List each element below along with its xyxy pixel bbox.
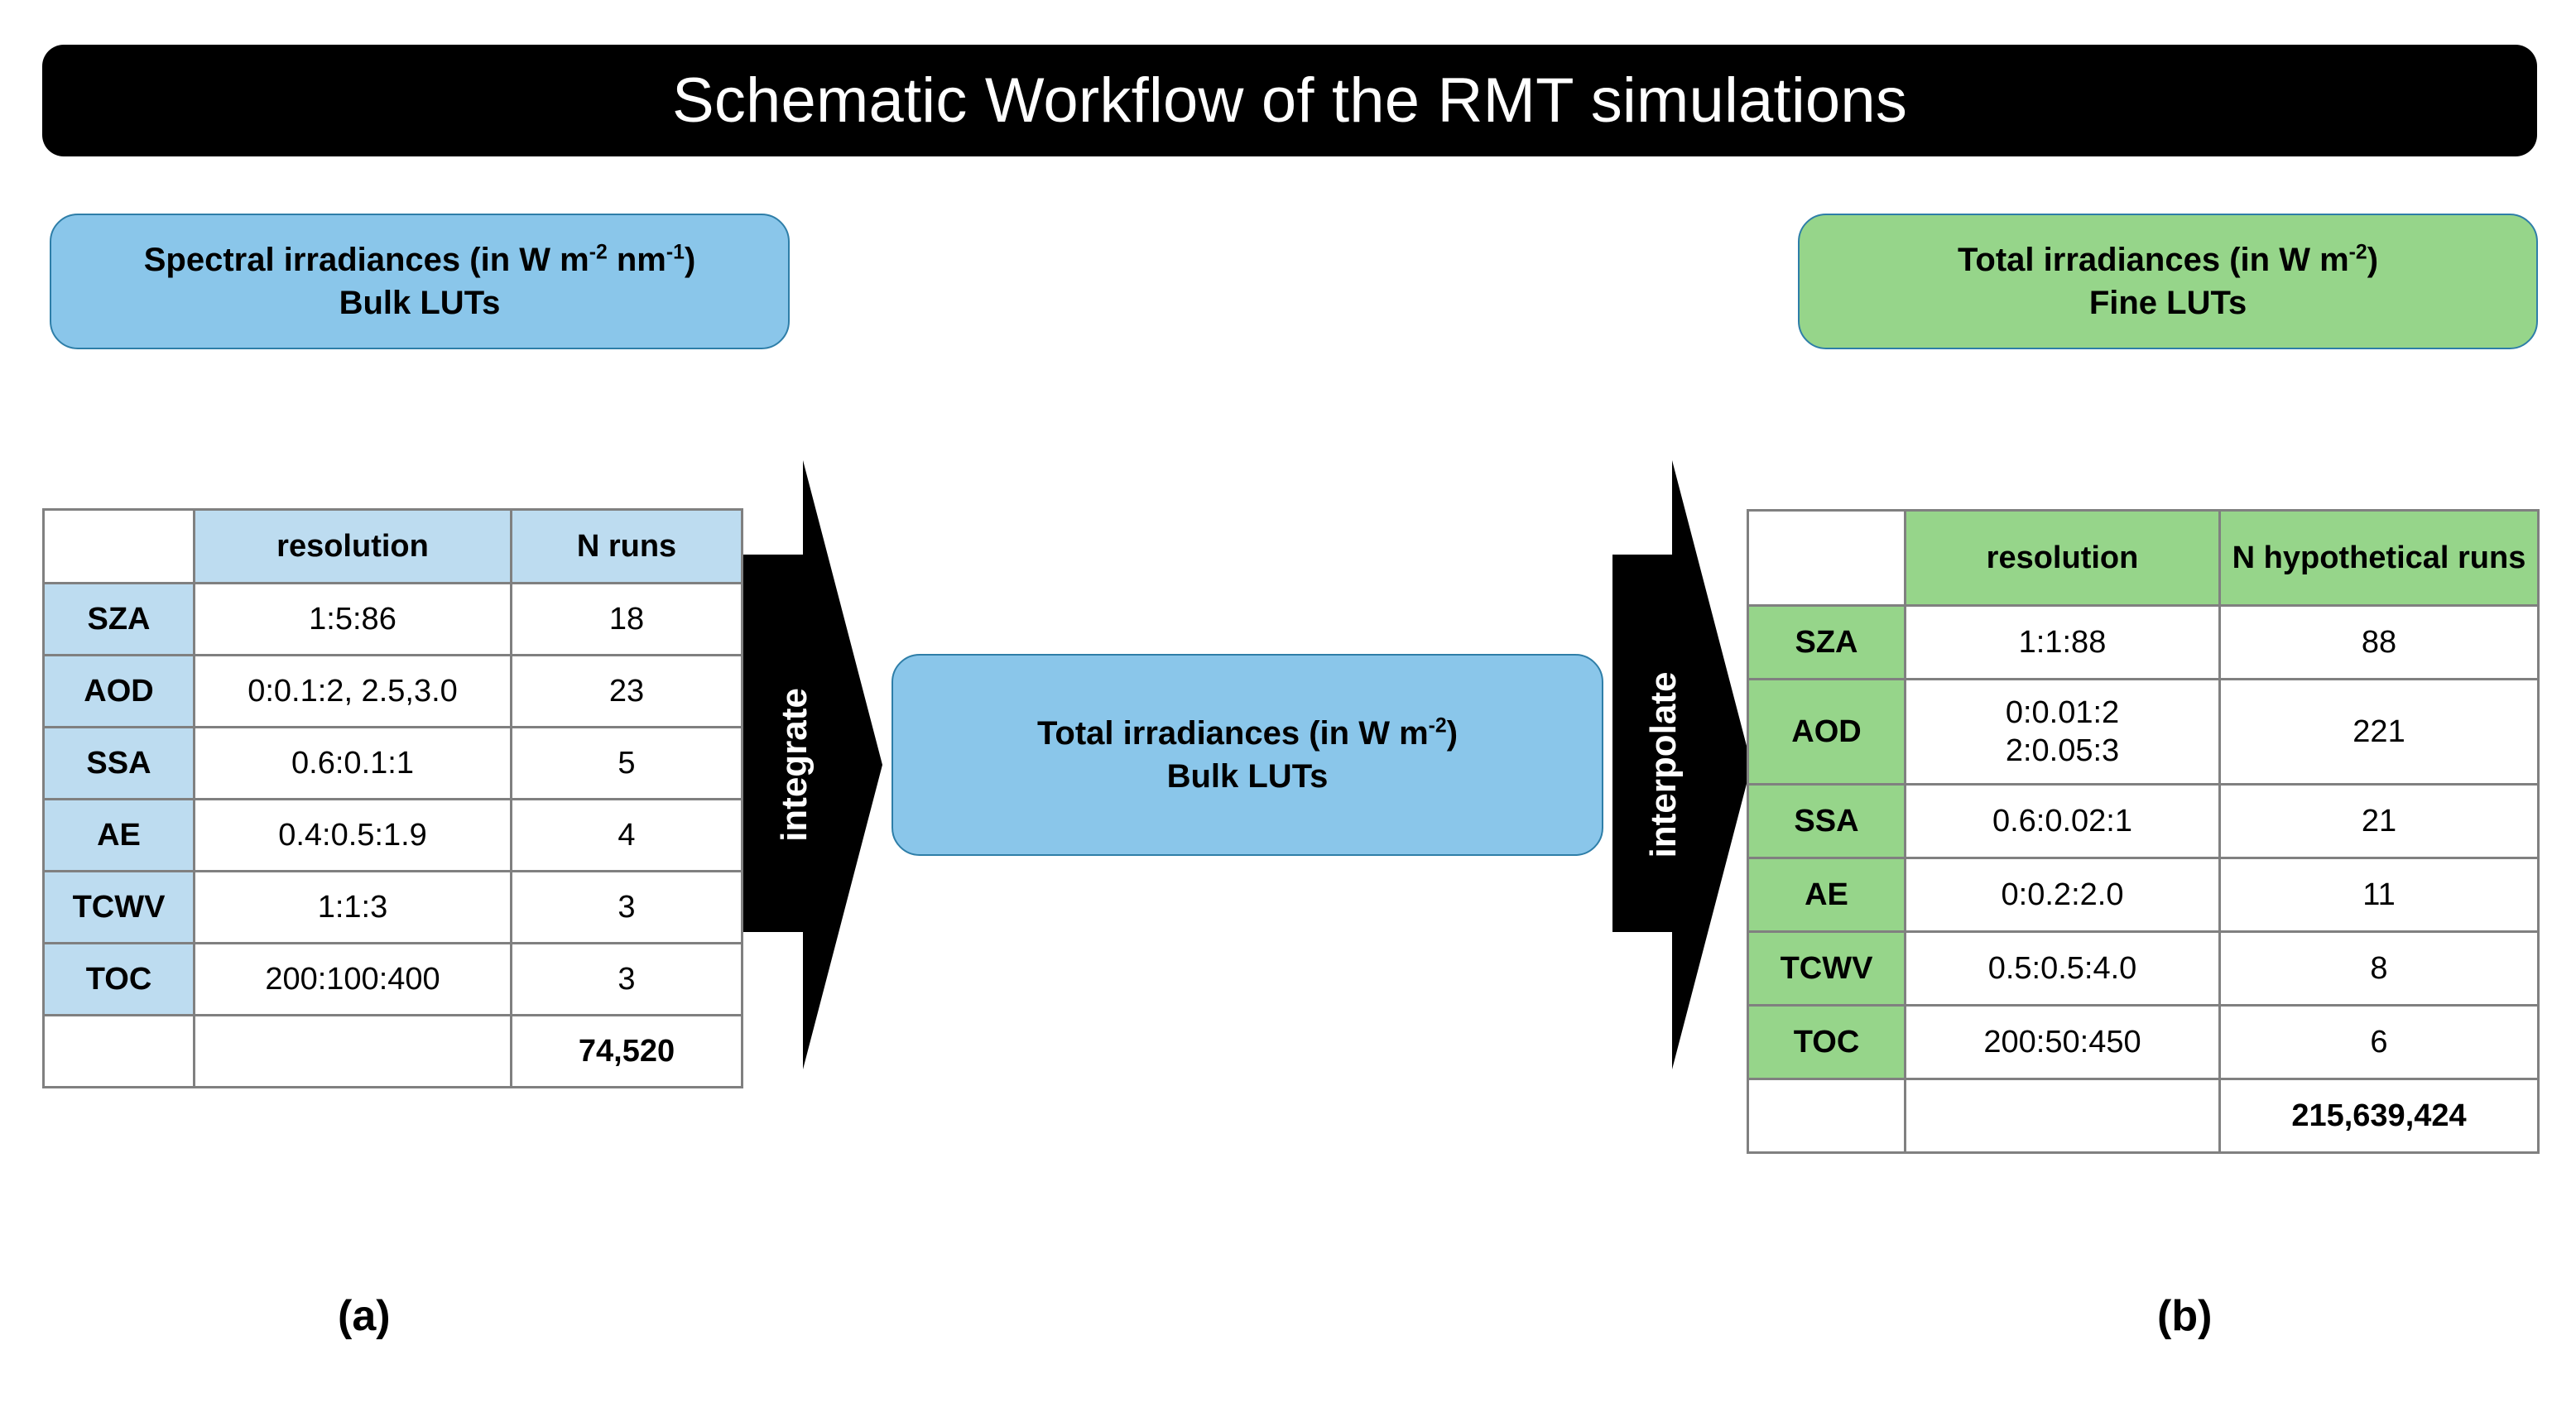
- spectral-box-line2: Bulk LUTs: [339, 285, 501, 321]
- total-irradiances-fine-luts-box: Total irradiances (in W m-2) Fine LUTs: [1798, 214, 2538, 349]
- table-row: AOD 0:0.1:2, 2.5,3.0 23: [42, 654, 743, 728]
- total-irradiances-bulk-luts-box: Total irradiances (in W m-2) Bulk LUTs: [892, 654, 1603, 856]
- fine-total-blank-1: [1747, 1078, 1906, 1154]
- bulk-row-tcwv-resolution: 1:1:3: [193, 870, 512, 944]
- center-box-line2: Bulk LUTs: [1166, 758, 1329, 795]
- bulk-total-runs: 74,520: [510, 1014, 743, 1088]
- center-box-line1: Total irradiances (in W m-2): [1037, 712, 1458, 755]
- fine-row-tcwv-name: TCWV: [1747, 930, 1906, 1007]
- bulk-row-aod-n: 23: [510, 654, 743, 728]
- bulk-row-toc-n: 3: [510, 942, 743, 1016]
- bulk-header-resolution: resolution: [193, 508, 512, 584]
- fine-row-toc-name: TOC: [1747, 1004, 1906, 1080]
- fine-row-toc-resolution: 200:50:450: [1904, 1004, 2221, 1080]
- fine-row-ssa-resolution: 0.6:0.02:1: [1904, 783, 2221, 859]
- table-row-header: resolution N runs: [42, 508, 743, 584]
- table-row: AE 0.4:0.5:1.9 4: [42, 798, 743, 872]
- page-title: Schematic Workflow of the RMT simulation…: [671, 65, 1908, 136]
- table-row: AE 0:0.2:2.0 11: [1747, 857, 2540, 933]
- fine-row-aod-name: AOD: [1747, 678, 1906, 786]
- fine-header-resolution: resolution: [1904, 509, 2221, 607]
- center-box-line1-post: ): [1446, 715, 1459, 752]
- bulk-row-toc-name: TOC: [42, 942, 195, 1016]
- fine-box-line2: Fine LUTs: [2088, 285, 2247, 321]
- bulk-total-blank-1: [42, 1014, 195, 1088]
- fine-row-ae-name: AE: [1747, 857, 1906, 933]
- fine-total-runs: 215,639,424: [2218, 1078, 2540, 1154]
- bulk-row-ssa-n: 5: [510, 726, 743, 800]
- fine-row-aod-resolution-cell: 0:0.01:2 2:0.05:3: [1904, 678, 2221, 786]
- bulk-row-ae-resolution: 0.4:0.5:1.9: [193, 798, 512, 872]
- bulk-header-nruns: N runs: [510, 508, 743, 584]
- spectral-irradiances-bulk-luts-box: Spectral irradiances (in W m-2 nm-1) Bul…: [50, 214, 790, 349]
- table-row: SSA 0.6:0.02:1 21: [1747, 783, 2540, 859]
- table-row: TOC 200:50:450 6: [1747, 1004, 2540, 1080]
- bulk-row-aod-resolution: 0:0.1:2, 2.5,3.0: [193, 654, 512, 728]
- fine-header-corner: [1747, 509, 1906, 607]
- integrate-arrow: integrate: [743, 460, 882, 1069]
- spectral-box-line1-mid: nm: [607, 242, 666, 278]
- integrate-arrow-shape: [743, 460, 882, 1069]
- table-row: TCWV 0.5:0.5:4.0 8: [1747, 930, 2540, 1007]
- fine-row-ssa-name: SSA: [1747, 783, 1906, 859]
- fine-row-ae-n: 11: [2218, 857, 2540, 933]
- bulk-luts-table: resolution N runs SZA 1:5:86 18 AOD 0:0.…: [42, 508, 743, 1088]
- table-row: TCWV 1:1:3 3: [42, 870, 743, 944]
- spectral-box-line1: Spectral irradiances (in W m-2 nm-1): [144, 238, 696, 281]
- fine-box-exp-m2: -2: [2348, 241, 2367, 264]
- bulk-total-blank-2: [193, 1014, 512, 1088]
- fine-total-blank-2: [1904, 1078, 2221, 1154]
- bulk-row-ssa-resolution: 0.6:0.1:1: [193, 726, 512, 800]
- fine-row-sza-name: SZA: [1747, 604, 1906, 680]
- fine-row-aod-n: 221: [2218, 678, 2540, 786]
- bulk-row-tcwv-name: TCWV: [42, 870, 195, 944]
- fine-box-line1-post: ): [2367, 242, 2379, 278]
- fine-box-line1-pre: Total irradiances (in W m: [1957, 242, 2349, 278]
- fine-row-tcwv-n: 8: [2218, 930, 2540, 1007]
- integrate-arrow-label: integrate: [774, 688, 815, 842]
- panel-letter-a: (a): [338, 1292, 391, 1340]
- fine-row-ae-resolution: 0:0.2:2.0: [1904, 857, 2221, 933]
- table-row: AOD 0:0.01:2 2:0.05:3 221: [1747, 678, 2540, 786]
- bulk-row-aod-name: AOD: [42, 654, 195, 728]
- table-row-total: 74,520: [42, 1014, 743, 1088]
- bulk-row-ssa-name: SSA: [42, 726, 195, 800]
- interpolate-arrow-label: interpolate: [1643, 671, 1684, 858]
- fine-row-sza-resolution: 1:1:88: [1904, 604, 2221, 680]
- bulk-row-ae-n: 4: [510, 798, 743, 872]
- table-row-header: resolution N hypothetical runs: [1747, 509, 2540, 607]
- fine-row-aod-resolution-line1: 0:0.01:2: [2005, 694, 2120, 730]
- interpolate-arrow: interpolate: [1612, 460, 1752, 1069]
- table-row-total: 215,639,424: [1747, 1078, 2540, 1154]
- fine-row-toc-n: 6: [2218, 1004, 2540, 1080]
- fine-header-nhypotheticalruns: N hypothetical runs: [2218, 509, 2540, 607]
- fine-row-ssa-n: 21: [2218, 783, 2540, 859]
- spectral-box-exp-nm1: -1: [666, 241, 685, 264]
- table-row: SZA 1:5:86 18: [42, 582, 743, 656]
- bulk-row-ae-name: AE: [42, 798, 195, 872]
- table-row: SZA 1:1:88 88: [1747, 604, 2540, 680]
- center-box-line1-pre: Total irradiances (in W m: [1036, 715, 1429, 752]
- panel-letter-b: (b): [2157, 1292, 2213, 1340]
- bulk-row-sza-resolution: 1:5:86: [193, 582, 512, 656]
- interpolate-arrow-shape: [1612, 460, 1752, 1069]
- spectral-box-line1-post: ): [684, 242, 696, 278]
- bulk-row-sza-name: SZA: [42, 582, 195, 656]
- spectral-box-line1-pre: Spectral irradiances (in W m: [143, 242, 589, 278]
- fine-row-tcwv-resolution: 0.5:0.5:4.0: [1904, 930, 2221, 1007]
- table-row: SSA 0.6:0.1:1 5: [42, 726, 743, 800]
- bulk-row-toc-resolution: 200:100:400: [193, 942, 512, 1016]
- bulk-row-sza-n: 18: [510, 582, 743, 656]
- bulk-row-tcwv-n: 3: [510, 870, 743, 944]
- fine-box-line1: Total irradiances (in W m-2): [1958, 238, 2378, 281]
- center-box-exp-m2: -2: [1428, 714, 1447, 738]
- title-banner: Schematic Workflow of the RMT simulation…: [42, 45, 2537, 156]
- fine-row-sza-n: 88: [2218, 604, 2540, 680]
- fine-luts-table: resolution N hypothetical runs SZA 1:1:8…: [1747, 509, 2540, 1154]
- fine-row-aod-resolution-line2: 2:0.05:3: [2005, 733, 2120, 768]
- bulk-header-corner: [42, 508, 195, 584]
- spectral-box-exp-m2: -2: [589, 241, 608, 264]
- table-row: TOC 200:100:400 3: [42, 942, 743, 1016]
